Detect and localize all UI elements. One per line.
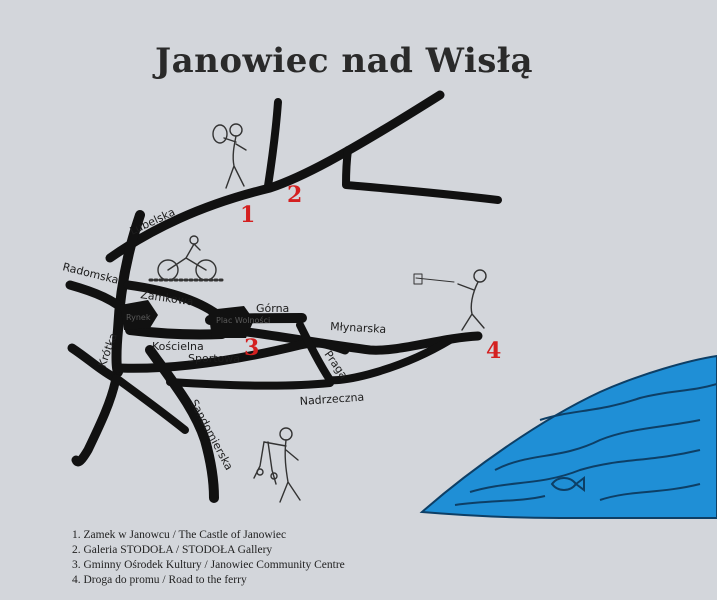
legend-item-castle: 1. Zamek w Janowcu / The Castle of Janow… xyxy=(72,529,287,541)
fish-icon xyxy=(550,476,585,492)
cyclist-figure-icon xyxy=(148,235,224,282)
marker-4-ferry-road[interactable]: 4 xyxy=(486,338,501,364)
legend: 1. Zamek w Janowcu / The Castle of Janow… xyxy=(72,528,345,588)
saxophone-player-figure-icon xyxy=(212,123,247,189)
street-label-gorna: Górna xyxy=(256,302,289,315)
square-plac-wolnosci xyxy=(208,306,254,338)
road-koscielna xyxy=(125,325,227,340)
marker-3-community-centre[interactable]: 3 xyxy=(244,335,259,361)
square-label-rynek: Rynek xyxy=(126,313,151,322)
road-nadrzeczna xyxy=(166,378,334,390)
marker-2-gallery[interactable]: 2 xyxy=(287,182,302,208)
trumpet-player-figure-icon xyxy=(413,269,487,331)
road-south-branch xyxy=(112,374,189,434)
street-label-mlynarska: Młynarska xyxy=(330,320,387,336)
street-labels: Lubelska Radomska Zamkowa Górna Młynarsk… xyxy=(61,205,386,472)
road-main-west xyxy=(111,210,145,377)
road-network xyxy=(65,90,502,503)
street-label-nadrzeczna: Nadrzeczna xyxy=(299,391,364,408)
puppeteer-figure-icon xyxy=(253,427,301,503)
legend-item-community-centre: 3. Gminny Ośrodek Kultury / Janowiec Com… xyxy=(72,559,345,571)
road-krotka xyxy=(67,343,120,383)
river-vistula xyxy=(419,354,717,519)
road-north xyxy=(264,98,282,190)
marker-1-castle[interactable]: 1 xyxy=(240,202,255,228)
road-sportowa xyxy=(113,338,350,373)
street-label-koscielna: Kościelna xyxy=(152,340,204,353)
road-sandomierska xyxy=(145,345,219,503)
legend-item-gallery: 2. Galeria STODOŁA / STODOŁA Gallery xyxy=(72,544,273,556)
market-square-rynek xyxy=(120,300,158,330)
road-east-loop xyxy=(342,146,502,204)
square-label-plac-wolnosci: Plac Wolności xyxy=(216,315,270,325)
map-title: Janowiec nad Wisłą xyxy=(152,41,533,81)
legend-item-ferry: 4. Droga do promu / Road to the ferry xyxy=(72,574,247,586)
road-praga xyxy=(296,321,454,385)
location-markers: 1 2 3 4 xyxy=(240,182,501,364)
road-southwest xyxy=(71,373,121,467)
street-label-sportowa: Sportowa xyxy=(188,352,240,365)
